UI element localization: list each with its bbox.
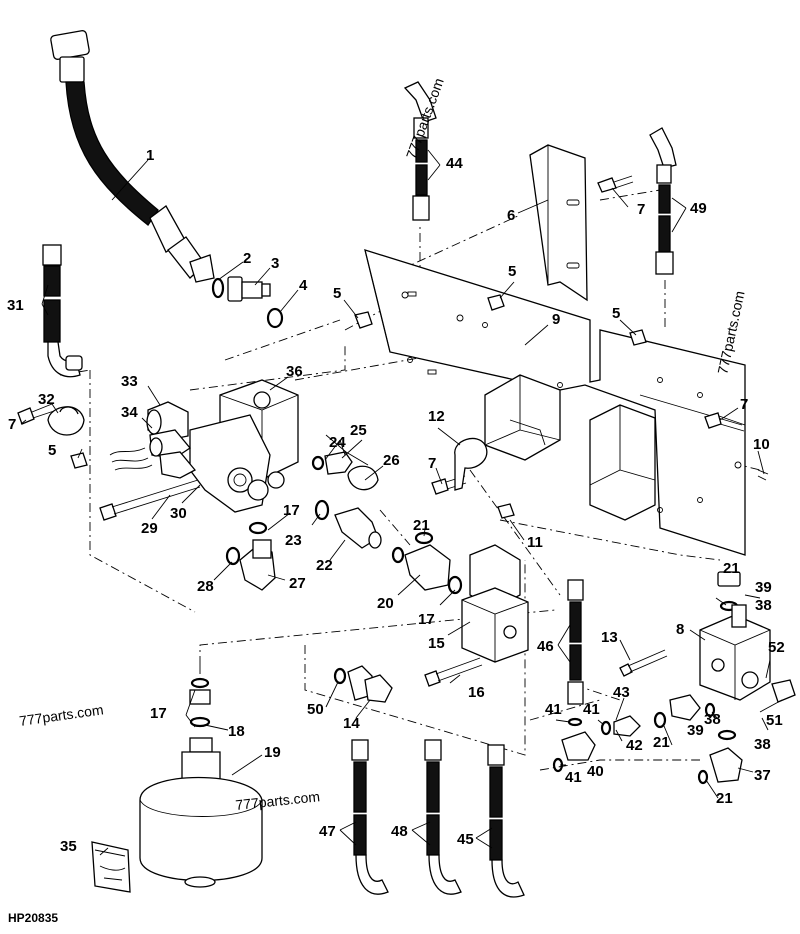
hose-clamps [47, 406, 488, 491]
callout-3: 3 [271, 255, 279, 272]
callout-14: 14 [343, 715, 360, 732]
callout-5: 5 [612, 305, 620, 322]
solenoid-valve-15 [461, 544, 529, 663]
callout-7: 7 [428, 455, 436, 472]
callout-5: 5 [333, 285, 341, 302]
callout-39: 39 [687, 722, 704, 739]
callout-labels: 1 2 3 4 5 5 5 5 6 7 7 7 7 8 9 10 11 12 1… [7, 147, 785, 855]
hydraulic-hose-31 [42, 244, 83, 378]
callout-10: 10 [753, 436, 770, 453]
callout-24: 24 [329, 434, 346, 451]
callout-37: 37 [754, 767, 771, 784]
leader-lines [20, 149, 783, 856]
callout-33: 33 [121, 373, 138, 390]
callout-8: 8 [676, 621, 684, 638]
callout-11: 11 [527, 534, 543, 551]
callout-2: 2 [243, 250, 251, 267]
callout-7: 7 [637, 201, 645, 218]
callout-52: 52 [768, 639, 785, 656]
callout-5: 5 [508, 263, 516, 280]
callout-21: 21 [653, 734, 670, 751]
callout-19: 19 [264, 744, 281, 761]
drawing-code: HP20835 [8, 911, 58, 925]
callout-35: 35 [60, 838, 77, 855]
callout-47: 47 [319, 823, 336, 840]
callout-4: 4 [299, 277, 308, 294]
callout-12: 12 [428, 408, 445, 425]
bolts-13-16 [424, 649, 668, 687]
hydraulic-hose-49 [649, 127, 677, 275]
callout-16: 16 [468, 684, 485, 701]
callout-21: 21 [413, 517, 430, 534]
callout-41: 41 [583, 701, 600, 718]
callout-28: 28 [197, 578, 214, 595]
callout-48: 48 [391, 823, 408, 840]
callout-17: 17 [418, 611, 435, 628]
callout-22: 22 [316, 557, 333, 574]
pressure-switch-14 [333, 665, 393, 703]
callout-21: 21 [716, 790, 733, 807]
callout-38: 38 [755, 597, 772, 614]
hydraulic-valve-assembly [109, 379, 299, 513]
bolt-10 [757, 469, 769, 481]
watermark-left: 777parts.com [18, 701, 104, 729]
valve-fittings [225, 451, 382, 591]
callout-29: 29 [141, 520, 158, 537]
callout-15: 15 [428, 635, 445, 652]
callout-43: 43 [613, 684, 630, 701]
callout-41: 41 [565, 769, 582, 786]
callout-17: 17 [150, 705, 167, 722]
callout-21: 21 [723, 560, 740, 577]
callout-41: 41 [545, 701, 562, 718]
long-bolt-29 [99, 479, 201, 521]
callout-31: 31 [7, 297, 24, 314]
callout-17: 17 [283, 502, 300, 519]
callout-38: 38 [704, 711, 721, 728]
fitting-2-3-4 [211, 276, 284, 329]
callout-26: 26 [383, 452, 400, 469]
callout-23: 23 [285, 532, 302, 549]
hydraulic-hoses-lower [351, 739, 525, 898]
valve-manifold-8 [653, 571, 796, 785]
callout-7: 7 [740, 396, 748, 413]
callout-27: 27 [289, 575, 306, 592]
mounting-bracket [529, 144, 588, 302]
callout-39: 39 [755, 579, 772, 596]
callout-1: 1 [146, 147, 154, 164]
accumulator-19 [139, 677, 263, 888]
callout-50: 50 [307, 701, 324, 718]
mounting-plate [364, 249, 746, 556]
warning-decal-35 [91, 841, 131, 893]
callout-44: 44 [446, 155, 463, 172]
callout-13: 13 [601, 629, 618, 646]
callout-32: 32 [38, 391, 55, 408]
callout-6: 6 [507, 207, 515, 224]
callout-18: 18 [228, 723, 245, 740]
callout-20: 20 [377, 595, 394, 612]
hydraulic-hose-46 [567, 579, 584, 705]
callout-45: 45 [457, 831, 474, 848]
callout-51: 51 [766, 712, 783, 729]
watermark-right: 777parts.com [714, 289, 747, 375]
callout-25: 25 [350, 422, 367, 439]
callout-46: 46 [537, 638, 554, 655]
callout-49: 49 [690, 200, 707, 217]
callout-36: 36 [286, 363, 303, 380]
hydraulic-hose-large [50, 30, 215, 283]
callout-7: 7 [8, 416, 16, 433]
callout-38: 38 [754, 736, 771, 753]
callout-42: 42 [626, 737, 643, 754]
callout-34: 34 [121, 404, 138, 421]
callout-5: 5 [48, 442, 56, 459]
callout-30: 30 [170, 505, 187, 522]
tee-fitting-20 [391, 531, 463, 595]
callout-9: 9 [552, 311, 560, 328]
callout-40: 40 [587, 763, 604, 780]
hydraulic-hose-44 [403, 81, 437, 221]
